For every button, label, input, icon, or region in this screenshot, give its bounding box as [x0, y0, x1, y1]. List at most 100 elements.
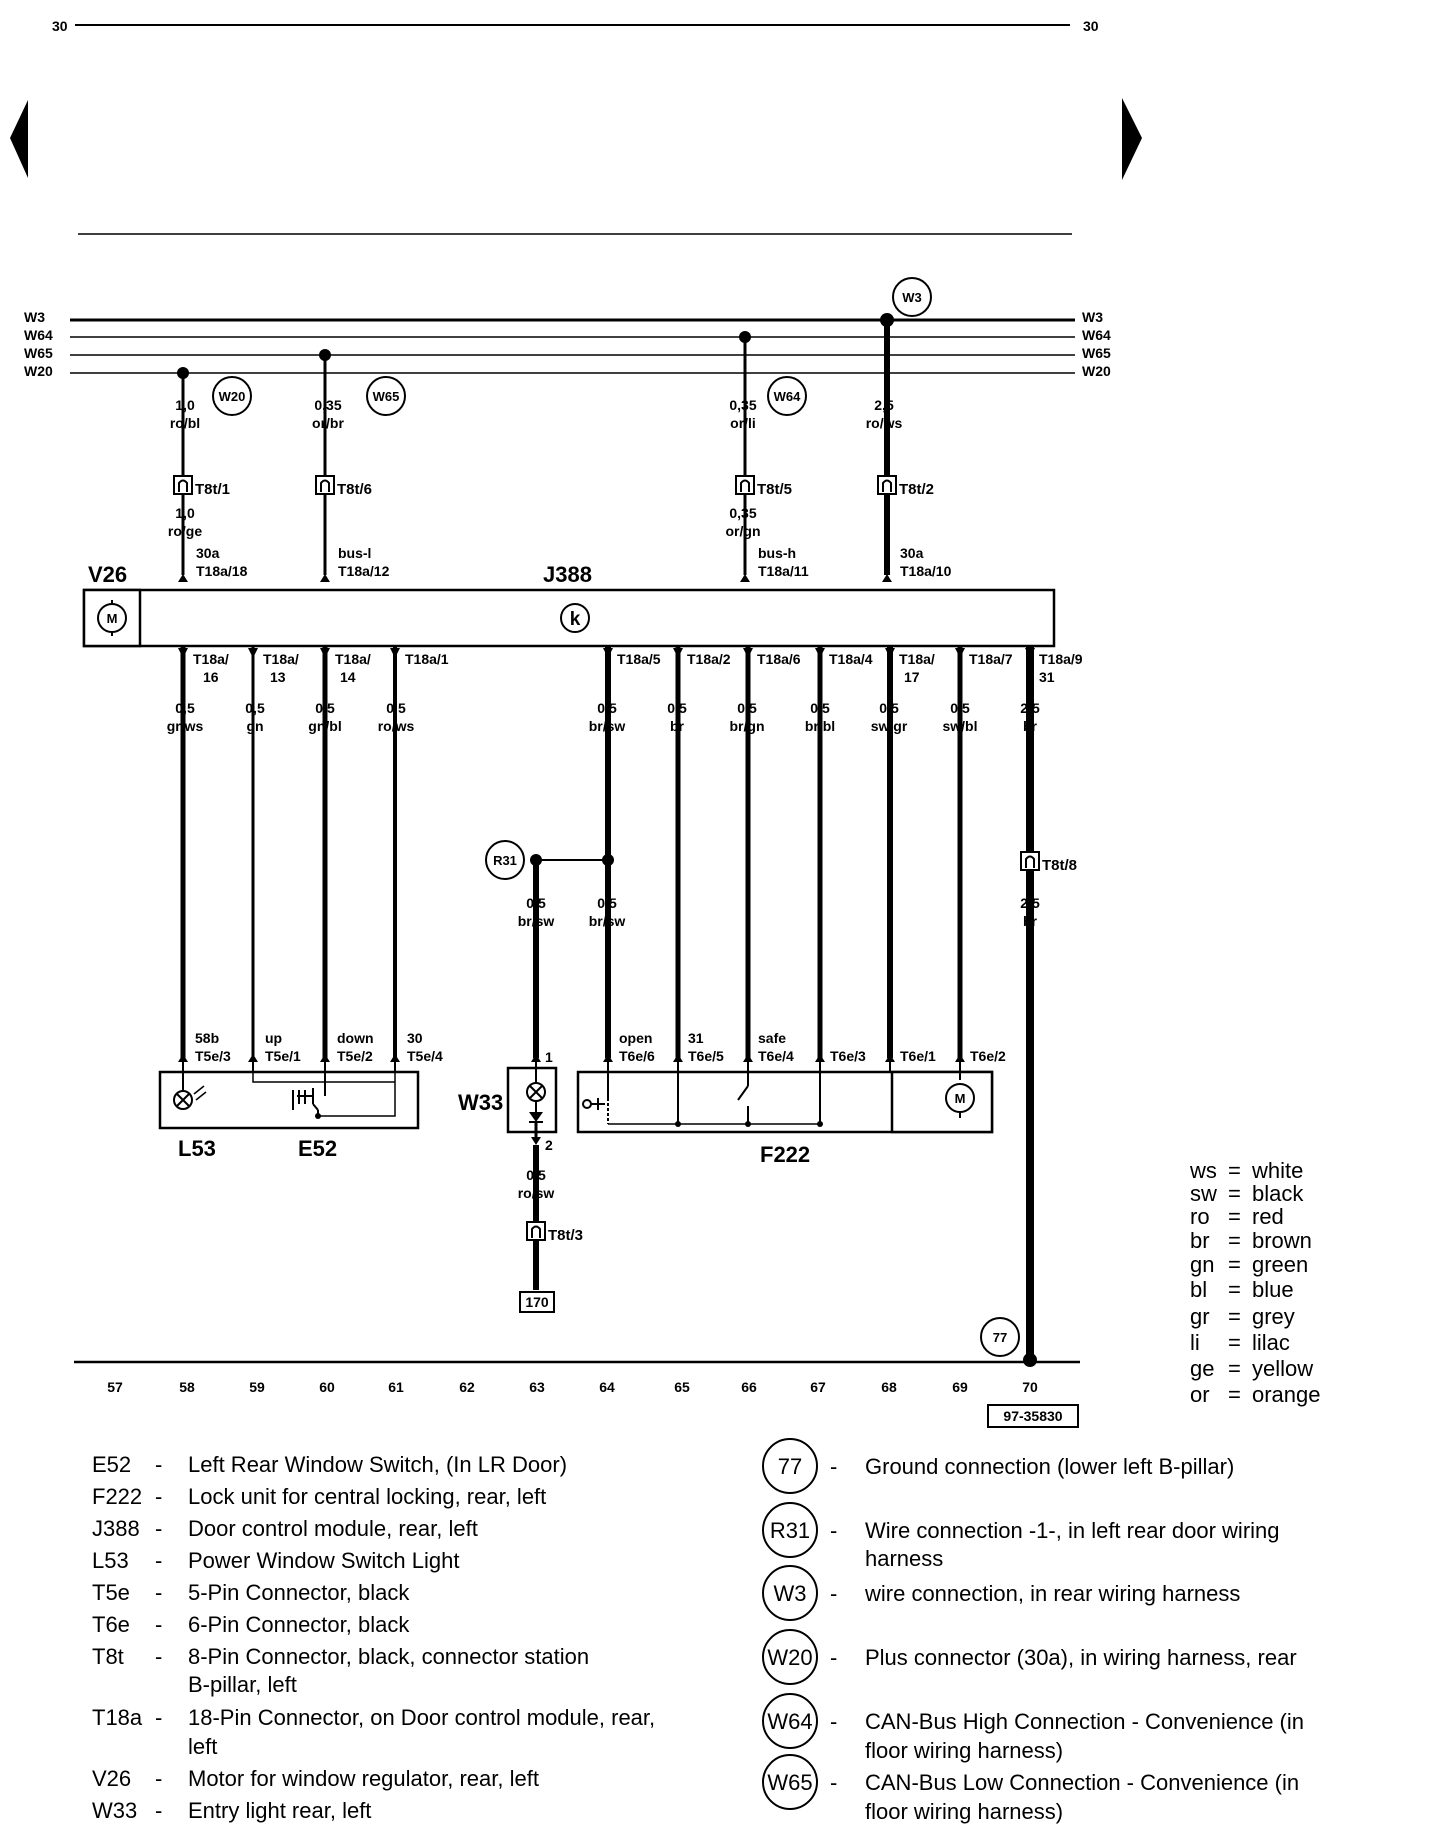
ground-reference: 170	[525, 1294, 549, 1310]
diagram-id: 97-35830	[1003, 1408, 1062, 1424]
svg-text:T5e: T5e	[92, 1580, 130, 1605]
svg-text:5-Pin Connector, black: 5-Pin Connector, black	[188, 1580, 410, 1605]
svg-text:bl: bl	[1190, 1277, 1207, 1302]
connector-label: T8t/5	[757, 481, 792, 498]
column-number: 60	[319, 1379, 335, 1395]
connector-label: T8t/3	[548, 1227, 583, 1244]
svg-text:Entry light rear, left: Entry light rear, left	[188, 1798, 371, 1823]
column-number: 65	[674, 1379, 690, 1395]
wire-size: 0,35	[314, 397, 341, 413]
pin-label: T18a/2	[687, 651, 731, 667]
wire-color: gn/bl	[308, 718, 341, 734]
r31-legend-icon	[762, 1502, 818, 1558]
pin-label: T18a/	[335, 651, 371, 667]
svg-text:ge: ge	[1190, 1356, 1214, 1381]
w3-circle-label: W3	[902, 290, 922, 305]
color-code-legend: ws=white sw=black ro=red br=brown gn=gre…	[1189, 1158, 1321, 1407]
svg-text:-: -	[155, 1484, 162, 1509]
pin-function: 30a	[196, 545, 220, 561]
w20-legend-icon	[762, 1629, 818, 1685]
wire-color: sw/bl	[942, 718, 977, 734]
connector-icon	[173, 475, 193, 495]
connector-icon	[735, 475, 755, 495]
window-switch-icon	[292, 1072, 326, 1119]
pin-label: 2	[545, 1137, 553, 1153]
svg-text:W20: W20	[767, 1645, 812, 1670]
pin-label: T18a/5	[617, 651, 661, 667]
wire-size: 0,5	[526, 895, 546, 911]
svg-text:gn: gn	[1190, 1252, 1214, 1277]
svg-text:=: =	[1228, 1277, 1241, 1302]
bus-label-left: W65	[24, 345, 53, 361]
wire-color: br	[670, 718, 685, 734]
wire-size: 0,5	[950, 700, 970, 716]
svg-text:harness: harness	[865, 1546, 943, 1571]
connector-icon	[1020, 851, 1040, 871]
pin-function: open	[619, 1030, 652, 1046]
svg-text:lilac: lilac	[1252, 1330, 1290, 1355]
e52-label: E52	[298, 1136, 337, 1161]
wire-size: 0,5	[810, 700, 830, 716]
r31-connection-icon	[485, 840, 525, 880]
connector-label: T8t/6	[337, 481, 372, 498]
wire-color: br/sw	[518, 913, 555, 929]
svg-text:T8t: T8t	[92, 1644, 124, 1669]
svg-text:br: br	[1190, 1228, 1210, 1253]
pin-label: T18a/1	[405, 651, 449, 667]
svg-text:=: =	[1228, 1204, 1241, 1229]
ground-77-legend-icon	[762, 1438, 818, 1494]
l53-label: L53	[178, 1136, 216, 1161]
pin-label: T6e/1	[900, 1048, 936, 1064]
wire-color: br/gn	[730, 718, 765, 734]
column-number: 67	[810, 1379, 826, 1395]
wire-size: 0,5	[315, 700, 335, 716]
pin-label: T6e/4	[758, 1048, 794, 1064]
ground-label: 77	[993, 1330, 1007, 1345]
next-page-arrow-icon[interactable]	[1122, 98, 1142, 180]
previous-page-arrow-icon[interactable]	[10, 100, 28, 178]
window-switch-box	[158, 1070, 420, 1130]
svg-text:E52: E52	[92, 1452, 131, 1477]
svg-text:-: -	[830, 1770, 837, 1795]
column-number: 66	[741, 1379, 757, 1395]
bus-label-left: W3	[24, 309, 45, 325]
svg-text:W3: W3	[774, 1581, 807, 1606]
pin-function: bus-l	[338, 545, 371, 561]
bus-label-right: W20	[1082, 363, 1111, 379]
pin-label: T18a/7	[969, 651, 1013, 667]
wire-color: or/gn	[726, 523, 761, 539]
w65-circle-label: W65	[373, 389, 400, 404]
ground-reference-box[interactable]	[519, 1291, 555, 1313]
diode-icon	[529, 1112, 543, 1122]
pin-label: T5e/3	[195, 1048, 231, 1064]
svg-text:=: =	[1228, 1304, 1241, 1329]
svg-text:L53: L53	[92, 1548, 129, 1573]
svg-text:W65: W65	[767, 1770, 812, 1795]
svg-text:Ground connection (lower left: Ground connection (lower left B-pillar)	[865, 1454, 1234, 1479]
pin-function: bus-h	[758, 545, 796, 561]
pin-label: T6e/6	[619, 1048, 655, 1064]
column-number: 64	[599, 1379, 615, 1395]
svg-text:grey: grey	[1252, 1304, 1295, 1329]
column-numbers: 57 58 59 60 61 62 63 64 65 66 67 68 69 7…	[107, 1379, 1038, 1395]
pin-label: 16	[203, 669, 219, 685]
pin-label: 14	[340, 669, 356, 685]
column-number: 69	[952, 1379, 968, 1395]
pin-function: 31	[688, 1030, 704, 1046]
motor-box	[82, 588, 142, 648]
wire-size: 0,5	[386, 700, 406, 716]
pin-function: 30	[407, 1030, 423, 1046]
svg-text:CAN-Bus Low Connection - Conve: CAN-Bus Low Connection - Convenience (in	[865, 1770, 1299, 1795]
pin-label: T6e/3	[830, 1048, 866, 1064]
column-number: 63	[529, 1379, 545, 1395]
pin-label: 1	[545, 1049, 553, 1065]
column-number: 70	[1022, 1379, 1038, 1395]
w65-legend-icon	[762, 1754, 818, 1810]
module-label: J388	[543, 562, 592, 587]
motor-symbol: M	[107, 611, 118, 626]
svg-text:-: -	[155, 1705, 162, 1730]
pin-label: T6e/2	[970, 1048, 1006, 1064]
k-symbol: k	[570, 609, 581, 630]
f222-label: F222	[760, 1142, 810, 1167]
svg-text:-: -	[830, 1454, 837, 1479]
